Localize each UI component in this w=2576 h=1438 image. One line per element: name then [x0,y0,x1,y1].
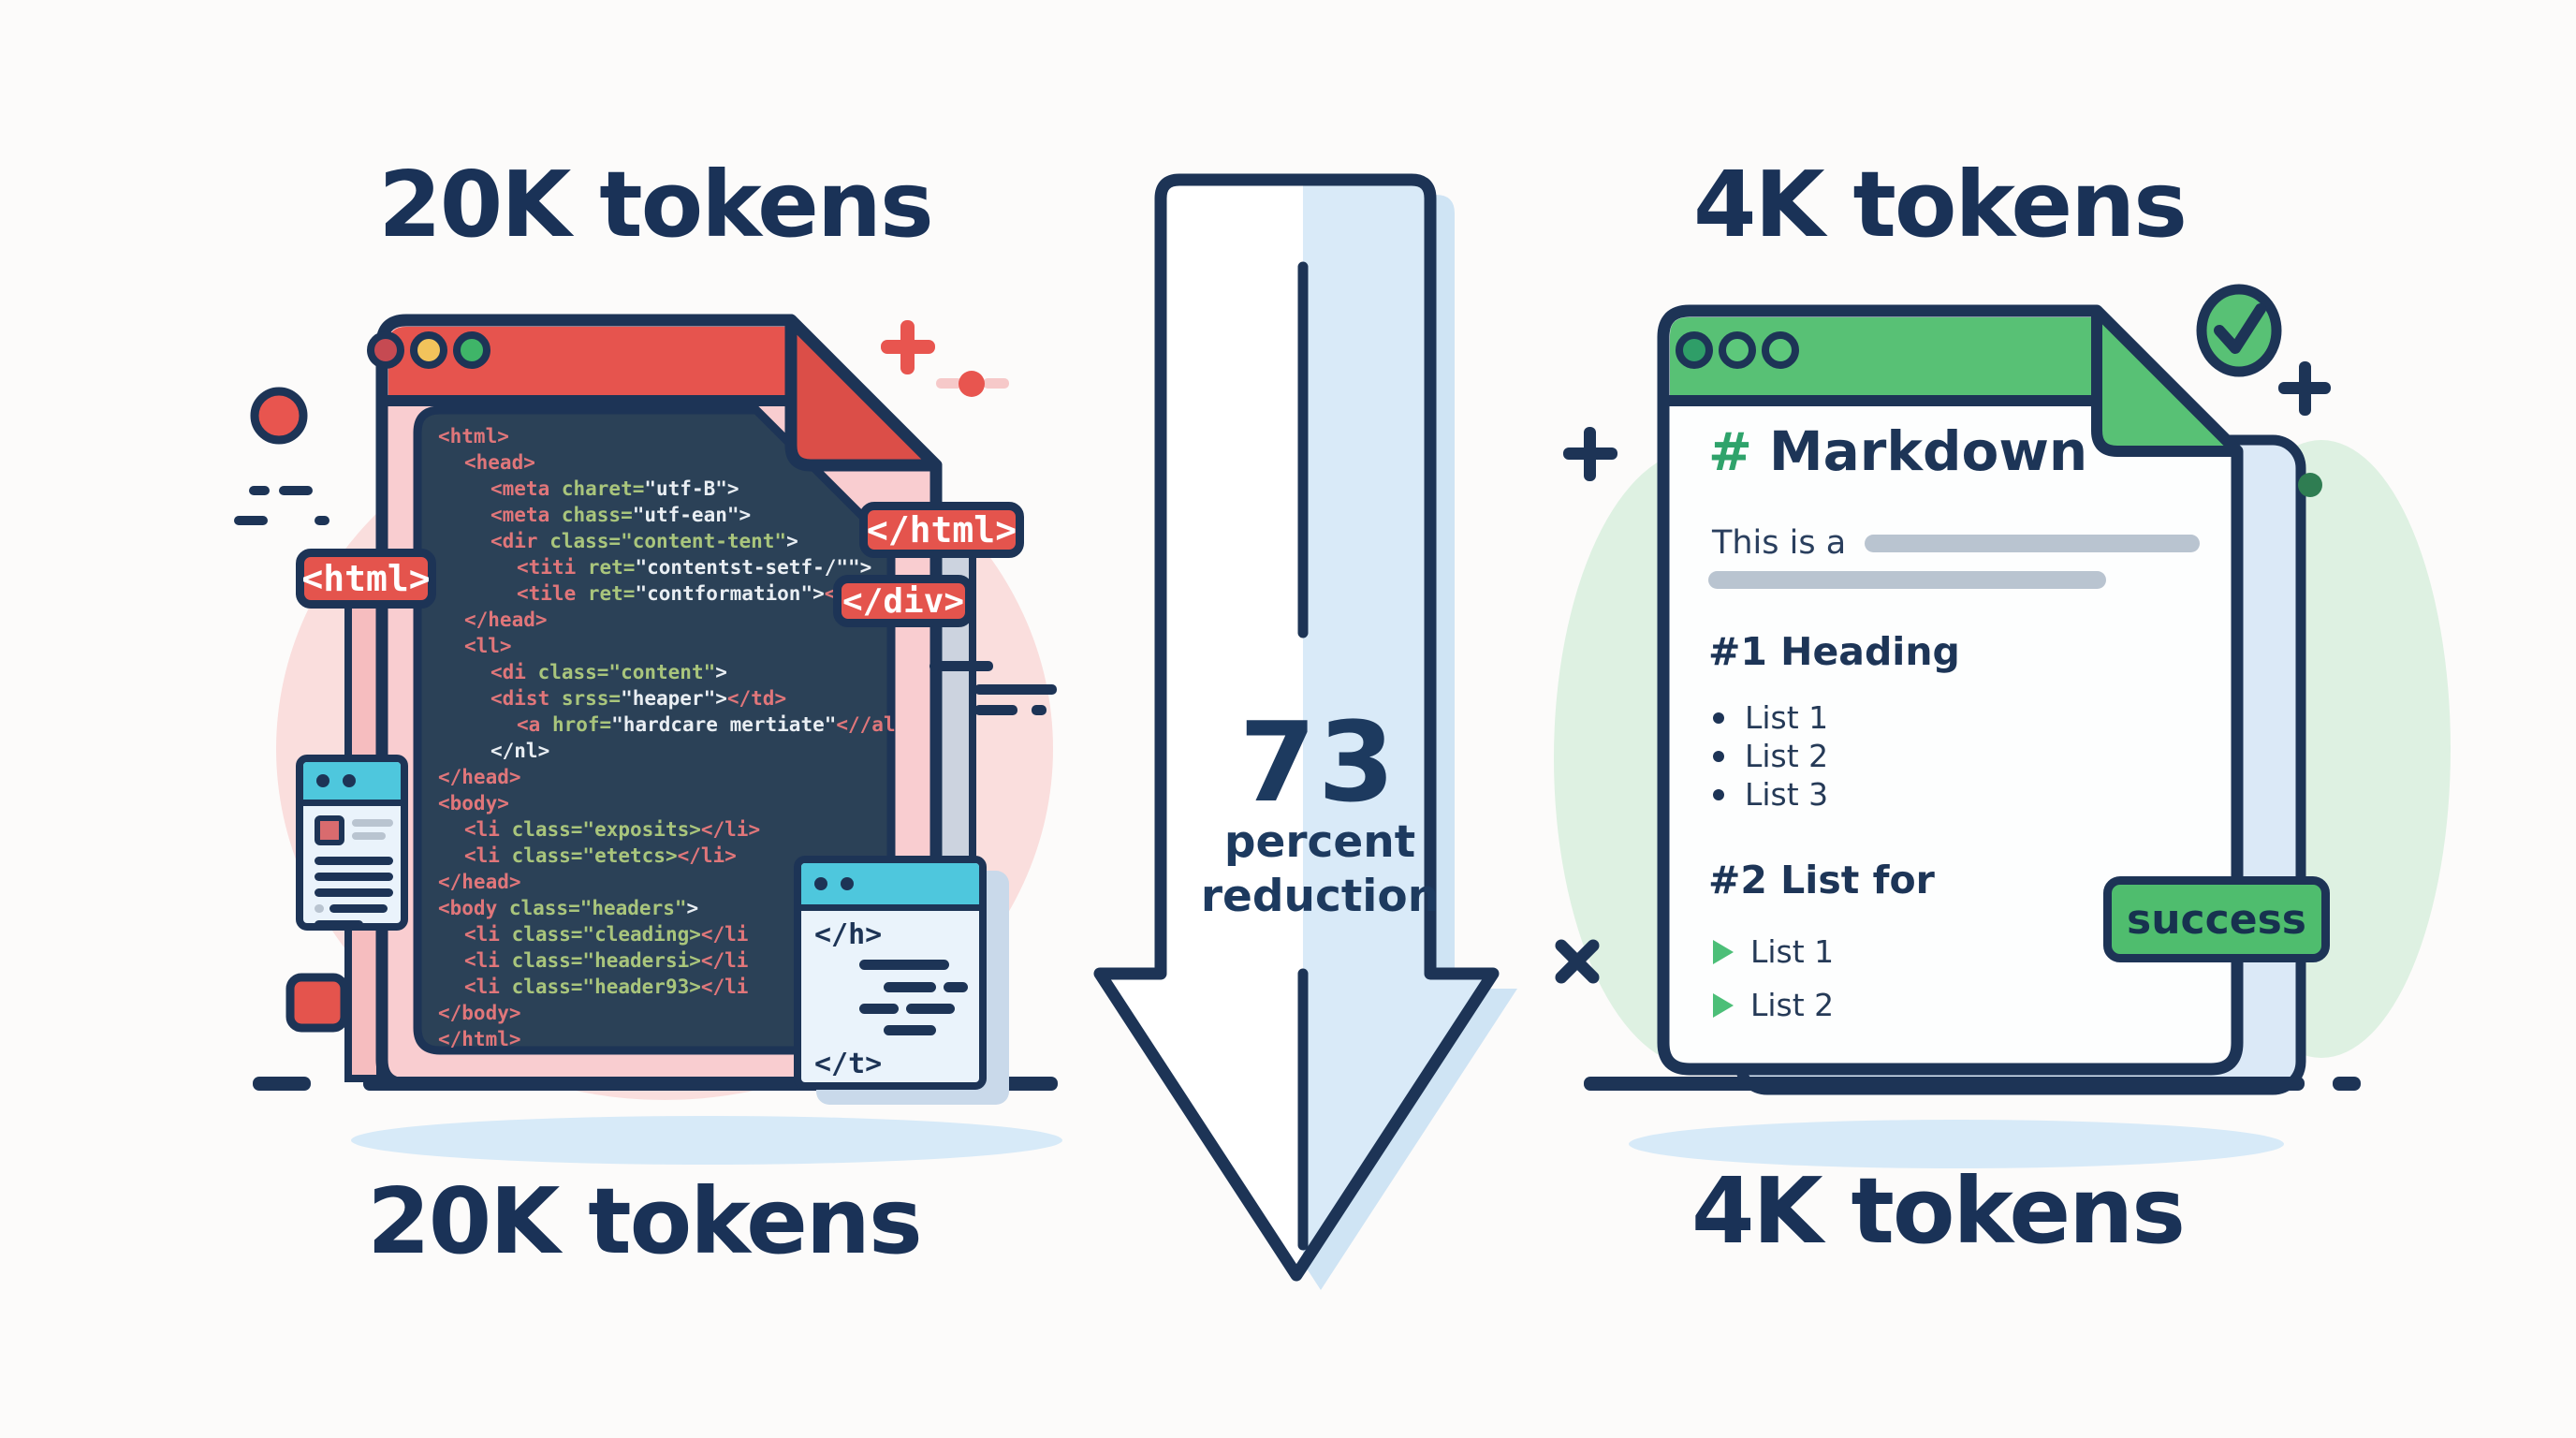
code-line: <li class="header93></li [464,976,749,998]
arrow-label-reduction: reduction [1200,871,1440,922]
code-line: <li class="exposits></li> [464,818,761,841]
code-line: <body class="headers"> [438,897,699,919]
list-item: List 1 [1713,698,1828,737]
code-line: <meta chass="utf-ean"> [490,504,752,526]
mini-tag-bottom: </t> [814,1048,883,1080]
code-line: </nl> [490,740,550,762]
left-ground-shadow [351,1116,1062,1165]
window-body [1657,304,2244,1076]
code-line: <head> [464,451,535,474]
code-line: </head> [438,766,521,788]
window-dot-3 [1762,331,1799,369]
left-title-bottom: 20K tokens [367,1168,922,1274]
navy-plus-left [1563,427,1617,481]
right-ground-dash [2333,1077,2361,1091]
speed-dashes-right [929,661,1057,715]
markdown-section2-title: #2 List for [1708,858,1935,902]
code-line: </html> [438,1028,521,1050]
left-title-top: 20K tokens [378,152,933,257]
arrow-label-percent: percent [1223,816,1416,868]
window-header [1670,317,2176,403]
mini-thumbnail [315,815,344,845]
window-header [388,327,861,403]
check-circle-icon [2196,284,2282,377]
markdown-heading: #Markdown [1708,419,2088,483]
right-ground-line [1584,1077,2305,1091]
mini-window-body [303,806,401,923]
code-line: <ll> [464,635,512,657]
placeholder-text-bar [1865,534,2201,552]
window-dot-red [367,331,404,369]
div-close-tag-badge: </div> [833,575,973,627]
red-plus-decoration [881,320,935,374]
list-item: List 2 [1713,737,1828,775]
mini-window-dot [814,877,827,890]
html-code-block: <html> <head> <meta charet="utf-B"> <meta c… [438,423,895,1052]
markdown-section1-title: #1 Heading [1708,629,1960,674]
code-line: </head> [464,609,548,631]
code-line: <html> [438,425,509,448]
window-dot-1 [1676,331,1713,369]
html-close-tag-badge: </html> [859,502,1024,558]
code-line: <a hrof="hardcare mertiate"<//al> [517,713,895,736]
mini-window-dot [316,774,329,787]
hash-symbol: # [1708,422,1752,483]
folded-corner [2091,305,2243,457]
success-badge: success [2103,876,2330,962]
mini-window-header [801,863,979,911]
window-dot-green [453,331,490,369]
code-line: <titi ret="contentst-setf-/""> [517,556,872,579]
html-open-tag-badge: <html> [296,549,436,609]
mini-browser-window-right: </h> </t> [794,856,987,1090]
left-ground-dash [253,1077,311,1091]
mini-window-header [303,762,401,806]
red-tab [285,973,349,1033]
code-line: </head> [438,871,521,893]
markdown-window [1657,304,2244,1076]
code-line: <dir class="content-tent"> [490,530,798,552]
navy-plus-right [2278,361,2331,416]
code-line: <di class="content"> [490,661,727,683]
speed-dashes-left [234,486,329,525]
arrow-percentage-value: 73 [1238,697,1398,827]
mini-window-dot [841,877,854,890]
window-dot-2 [1719,331,1756,369]
red-circle-decoration [250,387,308,445]
code-line: <dist srss="heaper"></td> [490,687,787,710]
reduction-arrow [1093,173,1517,1290]
code-line: <tile ret="contformation"></tile> [517,582,895,605]
mini-window-body: </h> </t> [801,911,979,1082]
code-line: <meta charet="utf-B"> [490,477,739,500]
folded-corner [784,314,943,472]
window-dot-yellow [410,331,447,369]
list-item: List 3 [1713,775,1828,814]
placeholder-text-bar [1708,571,2106,589]
code-line: <li class="cleading></li [464,923,749,946]
code-line: <li class="etetcs></li> [464,844,737,867]
list-item: List 1 [1713,925,1834,978]
red-dot-dash-decoration [936,371,1009,397]
mini-window-dot [343,774,356,787]
arrow-outline [1093,173,1500,1282]
code-line: <body> [438,792,509,814]
green-dot-decoration [2298,473,2322,497]
mini-browser-window-left [296,755,408,931]
right-ground-shadow [1629,1120,2284,1168]
right-title-top: 4K tokens [1693,152,2188,257]
list-item: List 2 [1713,978,1834,1032]
x-mark-decoration [1555,939,1600,984]
code-line: <li class="headersi></li [464,949,749,972]
mini-tag-top: </h> [814,918,883,951]
markdown-paragraph: This is a [1712,524,2201,562]
arrow-body-blue-half [1303,180,1493,1266]
right-title-bottom: 4K tokens [1691,1158,2186,1264]
code-line: </body> [438,1002,521,1024]
